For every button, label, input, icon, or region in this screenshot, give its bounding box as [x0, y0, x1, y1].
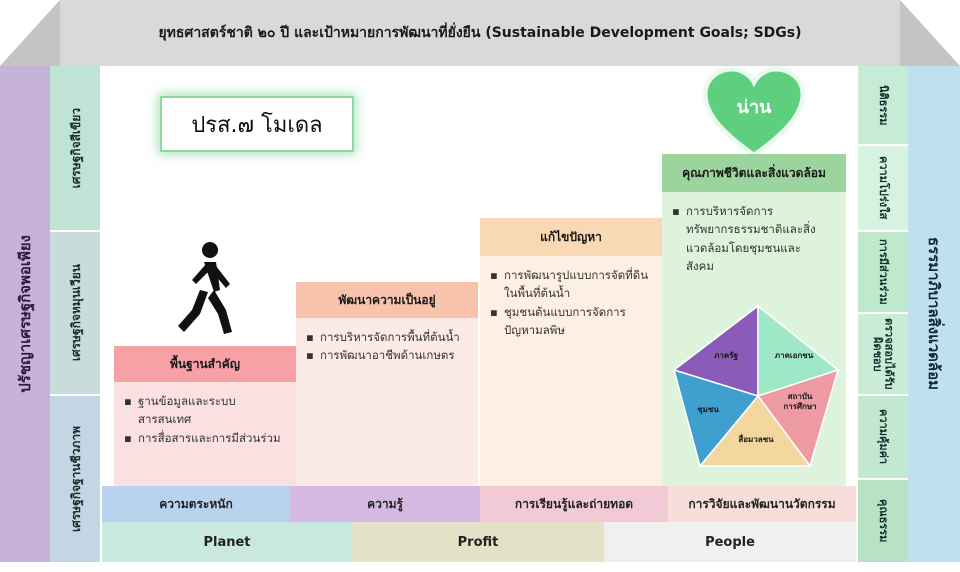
left-inner-pillar-1: เศรษฐกิจสีเขียว — [50, 66, 100, 230]
step-2-item-1: การบริหารจัดการพื้นที่ต้นน้ำ — [306, 328, 468, 347]
base-profit: Profit — [352, 522, 604, 562]
right-outer-pillar: ธรรมาภิบาลสิ่งแวดล้อม — [908, 66, 960, 562]
right-inner-pillar-3: การมีส่วนร่วม — [858, 232, 908, 312]
right-inner-label-3: การมีส่วนร่วม — [876, 239, 890, 305]
step-3-item-2: ชุมชนต้นแบบการจัดการปัญหามลพิษ — [490, 303, 652, 340]
step-3-item-1: การพัฒนารูปแบบการจัดที่ดินในพื้นที่ต้นน้… — [490, 266, 652, 303]
pentagon-government-label: ภาครัฐ — [714, 351, 738, 361]
step-4-title: คุณภาพชีวิตและสิ่งแวดล้อม — [662, 154, 846, 192]
step-2-item-2: การพัฒนาอาชีพด้านเกษตร — [306, 346, 468, 365]
step-1-title: พื้นฐานสำคัญ — [114, 346, 296, 382]
roof-shape — [0, 0, 960, 66]
roof: ยุทธศาสตร์ชาติ ๒๐ ปี และเป้าหมายการพัฒนา… — [0, 0, 960, 66]
right-inner-label-6: คุณธรรม — [876, 499, 890, 543]
right-inner-pillar-1: นิติธรรม — [858, 66, 908, 144]
pentagon-private-sector-label: ภาคเอกชน — [775, 351, 814, 360]
left-outer-pillar: ปรัชญาเศรษฐกิจพอเพียง — [0, 66, 50, 562]
right-inner-pillar-5: ความคุ้มค่า — [858, 396, 908, 478]
base-people: People — [604, 522, 856, 562]
step-1-item-1: ฐานข้อมูลและระบบสารสนเทศ — [124, 392, 286, 429]
foundation-learning-transfer: การเรียนรู้และถ่ายทอด — [480, 486, 668, 522]
right-inner-pillar-4: ตรวจสอบได้รับผิดชอบ — [858, 314, 908, 394]
step-2-body: การบริหารจัดการพื้นที่ต้นน้ำ การพัฒนาอาช… — [296, 318, 478, 486]
left-inner-label-3: เศรษฐกิจฐานชีวภาพ — [68, 426, 83, 532]
heart-label: น่าน — [736, 97, 772, 118]
step-2-title: พัฒนาความเป็นอยู่ — [296, 282, 478, 318]
left-inner-pillar-3: เศรษฐกิจฐานชีวภาพ — [50, 396, 100, 562]
step-1-body: ฐานข้อมูลและระบบสารสนเทศ การสื่อสารและกา… — [114, 382, 296, 486]
step-1-item-2: การสื่อสารและการมีส่วนร่วม — [124, 429, 286, 448]
left-inner-label-2: เศรษฐกิจหมุนเวียน — [68, 264, 83, 362]
left-inner-label-1: เศรษฐกิจสีเขียว — [68, 107, 83, 189]
right-inner-label-1: นิติธรรม — [876, 84, 890, 126]
right-inner-label-5: ความคุ้มค่า — [876, 409, 890, 465]
pentagon-media-label: สื่อมวลชน — [738, 433, 774, 444]
heart-icon — [704, 68, 804, 156]
right-inner-pillar-2: ความโปร่งใส — [858, 146, 908, 230]
pentagon-education-label: สถาบันการศึกษา — [783, 392, 816, 411]
model-label: ปรส.๗ โมเดล — [160, 96, 354, 152]
right-outer-label: ธรรมาภิบาลสิ่งแวดล้อม — [925, 237, 943, 391]
right-inner-label-2: ความโปร่งใส — [876, 156, 890, 220]
foundation-knowledge: ความรู้ — [290, 486, 480, 522]
pentagon-community-label: ชุมชน — [697, 405, 719, 415]
step-3-body: การพัฒนารูปแบบการจัดที่ดินในพื้นที่ต้นน้… — [480, 256, 662, 486]
foundation-awareness: ความตระหนัก — [102, 486, 290, 522]
foundation-research-innovation: การวิจัยและพัฒนานวัตกรรม — [668, 486, 856, 522]
right-inner-label-4: ตรวจสอบได้รับผิดชอบ — [871, 318, 896, 390]
left-inner-pillar-2: เศรษฐกิจหมุนเวียน — [50, 232, 100, 394]
base-planet: Planet — [102, 522, 352, 562]
roof-title: ยุทธศาสตร์ชาติ ๒๐ ปี และเป้าหมายการพัฒนา… — [158, 25, 802, 41]
pentagon-community-segment — [672, 368, 760, 468]
walking-person-icon — [178, 242, 232, 334]
left-outer-label: ปรัชญาเศรษฐกิจพอเพียง — [16, 235, 34, 393]
step-4-item-1: การบริหารจัดการทรัพยากรธรรมชาติและสิ่งแว… — [672, 202, 816, 276]
step-3-title: แก้ไขปัญหา — [480, 218, 662, 256]
right-inner-pillar-6: คุณธรรม — [858, 480, 908, 562]
